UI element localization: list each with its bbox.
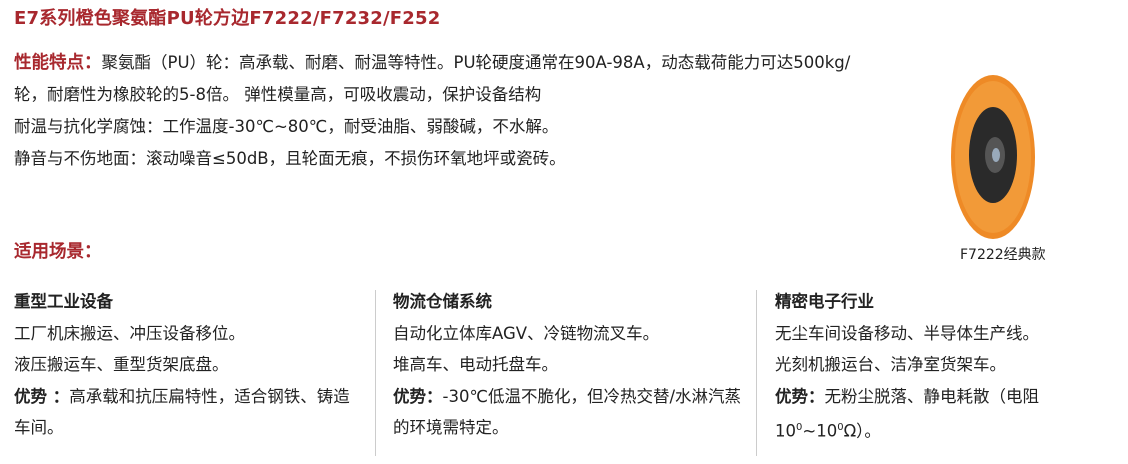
features-text: 聚氨酯（PU）轮：高承载、耐磨、耐温等特性。PU轮硬度通常在90A-98A，动态… <box>14 53 851 104</box>
resistance-exp: 0 <box>796 422 803 433</box>
resistance-base: 10 <box>775 421 796 441</box>
page-title: E7系列橙色聚氨酯PU轮方边F7222/F7232/F252 <box>14 8 441 29</box>
column-line: 液压搬运车、重型货架底盘。 <box>14 355 229 374</box>
resistance-base: ~10 <box>802 421 838 441</box>
scene-column-heavy-industry: 重型工业设备 工厂机床搬运、冲压设备移位。 液压搬运车、重型货架底盘。 优势 ：… <box>14 286 364 444</box>
column-title: 重型工业设备 <box>14 292 113 311</box>
resistance-unit: Ω）。 <box>843 421 881 441</box>
column-line: 工厂机床搬运、冲压设备移位。 <box>14 323 245 343</box>
features-line-2: 耐温与抗化学腐蚀：工作温度-30℃~80℃，耐受油脂、弱酸碱，不水解。 <box>14 117 559 136</box>
column-title: 精密电子行业 <box>775 292 874 311</box>
column-divider <box>756 290 757 456</box>
features-paragraph: 性能特点：聚氨酯（PU）轮：高承载、耐磨、耐温等特性。PU轮硬度通常在90A-9… <box>14 47 874 111</box>
advantage-text: -30℃低温不脆化，但冷热交替/水淋汽蒸的环境需特定。 <box>393 386 742 438</box>
column-divider <box>375 290 376 456</box>
resistance-exp: 0 <box>837 422 844 433</box>
image-caption: F7222经典款 <box>960 247 1046 263</box>
column-line: 自动化立体库AGV、冷链物流叉车。 <box>393 323 660 343</box>
column-advantage: 优势：无粉尘脱落、静电耗散（电阻 <box>775 381 1125 413</box>
advantage-label: 优势： <box>775 386 825 406</box>
column-line: 无尘车间设备移动、半导体生产线。 <box>775 323 1039 343</box>
scene-column-logistics: 物流仓储系统 自动化立体库AGV、冷链物流叉车。 堆高车、电动托盘车。 优势：-… <box>393 286 743 444</box>
resistance-value: 100~100Ω）。 <box>775 412 1125 447</box>
column-line: 堆高车、电动托盘车。 <box>393 355 558 374</box>
advantage-text: 高承载和抗压扁特性，适合钢铁、铸造车间。 <box>14 386 350 438</box>
wheel-image <box>951 75 1035 239</box>
features-section: 性能特点：聚氨酯（PU）轮：高承载、耐磨、耐温等特性。PU轮硬度通常在90A-9… <box>14 47 874 175</box>
advantage-label: 优势： <box>393 386 443 406</box>
column-title: 物流仓储系统 <box>393 292 492 311</box>
scenes-label: 适用场景： <box>14 242 102 262</box>
scene-column-electronics: 精密电子行业 无尘车间设备移动、半导体生产线。 光刻机搬运台、洁净室货架车。 优… <box>775 286 1125 447</box>
column-line: 光刻机搬运台、洁净室货架车。 <box>775 355 1006 374</box>
column-advantage: 优势 ：高承载和抗压扁特性，适合钢铁、铸造车间。 <box>14 381 364 444</box>
features-label: 性能特点： <box>14 53 102 73</box>
advantage-label: 优势 ： <box>14 386 70 406</box>
advantage-text: 无粉尘脱落、静电耗散（电阻 <box>824 386 1040 406</box>
column-advantage: 优势：-30℃低温不脆化，但冷热交替/水淋汽蒸的环境需特定。 <box>393 381 743 444</box>
features-line-3: 静音与不伤地面：滚动噪音≤50dB，且轮面无痕，不损伤环氧地坪或瓷砖。 <box>14 149 566 168</box>
